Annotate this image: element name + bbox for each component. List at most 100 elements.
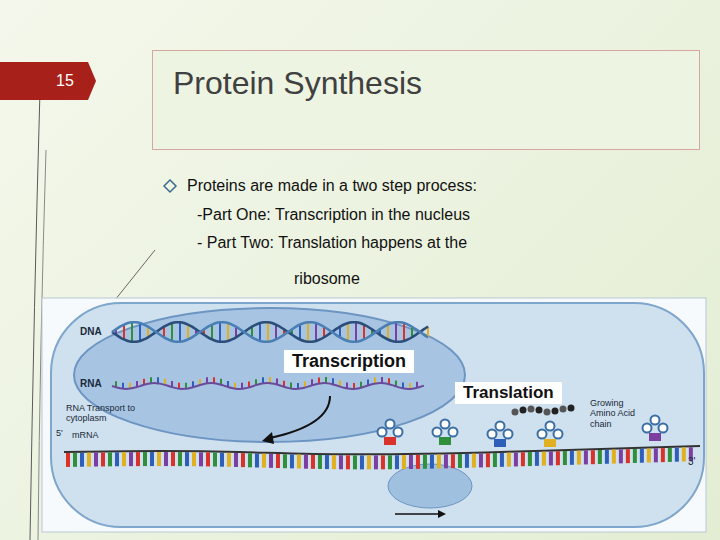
mrna-base (353, 455, 357, 469)
base-pair (347, 323, 349, 341)
amino-acid (568, 405, 575, 412)
title-box: Protein Synthesis (152, 50, 700, 150)
mrna-base (94, 453, 98, 467)
transport-arrow (270, 396, 330, 438)
mrna-base (514, 452, 518, 466)
mrna-base (115, 452, 119, 466)
mrna-base (493, 453, 497, 467)
mrna-base (437, 454, 441, 468)
mrna-base (311, 455, 315, 469)
base-pair (403, 323, 405, 341)
mrna-base (346, 455, 350, 469)
base-pair (187, 324, 189, 339)
mrna-base (171, 452, 175, 466)
decor-line (38, 150, 46, 540)
trna-group (378, 416, 668, 448)
mrna-base (269, 454, 273, 468)
mrna-base (220, 453, 224, 467)
process-heading: Translation (455, 382, 562, 404)
mrna-base (66, 453, 70, 467)
mrna-base (234, 453, 238, 467)
decor-line (30, 90, 40, 540)
mrna-base (297, 455, 301, 469)
mrna-base (199, 452, 203, 466)
mrna-base (675, 448, 679, 462)
base-pair (171, 323, 173, 341)
mrna-base (192, 452, 196, 466)
rna-strand (112, 377, 424, 389)
mrna-base (640, 449, 644, 463)
mrna-base (206, 452, 210, 466)
base-pair (123, 324, 125, 339)
base-pair (395, 322, 397, 342)
amino-acid (544, 409, 551, 416)
mrna-base (402, 455, 406, 469)
mrna-base (332, 455, 336, 469)
mrna-base (563, 451, 567, 465)
bullet-diamond (164, 180, 176, 192)
mrna-base (542, 452, 546, 466)
mrna-base (213, 453, 217, 467)
mrna-base (612, 450, 616, 464)
mrna-base (451, 454, 455, 468)
mrna-base (164, 452, 168, 466)
mrna-base (423, 455, 427, 469)
mrna-base (157, 452, 161, 466)
mrna-base (150, 452, 154, 466)
trna (643, 416, 668, 442)
amino-acid (512, 409, 519, 416)
image-frame (42, 298, 706, 532)
mrna-base (388, 455, 392, 469)
mrna-base (143, 452, 147, 466)
base-pair (387, 324, 389, 339)
base-pair (131, 322, 133, 342)
part-label: RNA Transport to cytoplasm (66, 403, 166, 424)
dna-helix (112, 322, 428, 342)
mrna-base (472, 454, 476, 468)
mrna-base (465, 454, 469, 468)
mrna-base (416, 455, 420, 469)
mrna-base (647, 449, 651, 463)
mrna-base (87, 453, 91, 467)
mrna-base (367, 455, 371, 469)
amino-acid (528, 406, 535, 413)
mrna-base (374, 455, 378, 469)
mrna-base (360, 455, 364, 469)
base-pair (315, 323, 317, 341)
mrna-base (479, 453, 483, 467)
mrna-base (591, 450, 595, 464)
mrna-base (605, 450, 609, 464)
base-pair (259, 323, 261, 341)
base-pair (355, 322, 357, 342)
mrna-base (73, 453, 77, 467)
base-pair (179, 322, 181, 342)
trna (433, 420, 458, 446)
mrna-base (101, 452, 105, 466)
slide-number-tab (0, 62, 96, 100)
mrna-base (633, 449, 637, 463)
nucleus-outline: Transcription (72, 306, 467, 444)
dna-backbone (112, 322, 428, 342)
mrna-base (290, 454, 294, 468)
bullet-text: - Part Two: Translation happens at the (197, 234, 467, 252)
mrna-base (556, 451, 560, 465)
transport-arrowhead (262, 432, 274, 444)
bullet-text: ribosome (294, 270, 360, 288)
mrna-base (325, 455, 329, 469)
mrna-base (500, 453, 504, 467)
mrna-base (304, 455, 308, 469)
trna (488, 422, 513, 448)
base-pair (219, 322, 221, 342)
mrna-base (255, 453, 259, 467)
mrna-base (535, 452, 539, 466)
decor-line (115, 250, 155, 300)
mrna-base (339, 455, 343, 469)
mrna-base (528, 452, 532, 466)
amino-acid (536, 407, 543, 414)
mrna-base (507, 453, 511, 467)
slide-title: Protein Synthesis (173, 65, 422, 102)
base-pair (363, 324, 365, 339)
mrna-base (549, 451, 553, 465)
trna (538, 422, 563, 448)
process-heading: Transcription (284, 350, 414, 373)
